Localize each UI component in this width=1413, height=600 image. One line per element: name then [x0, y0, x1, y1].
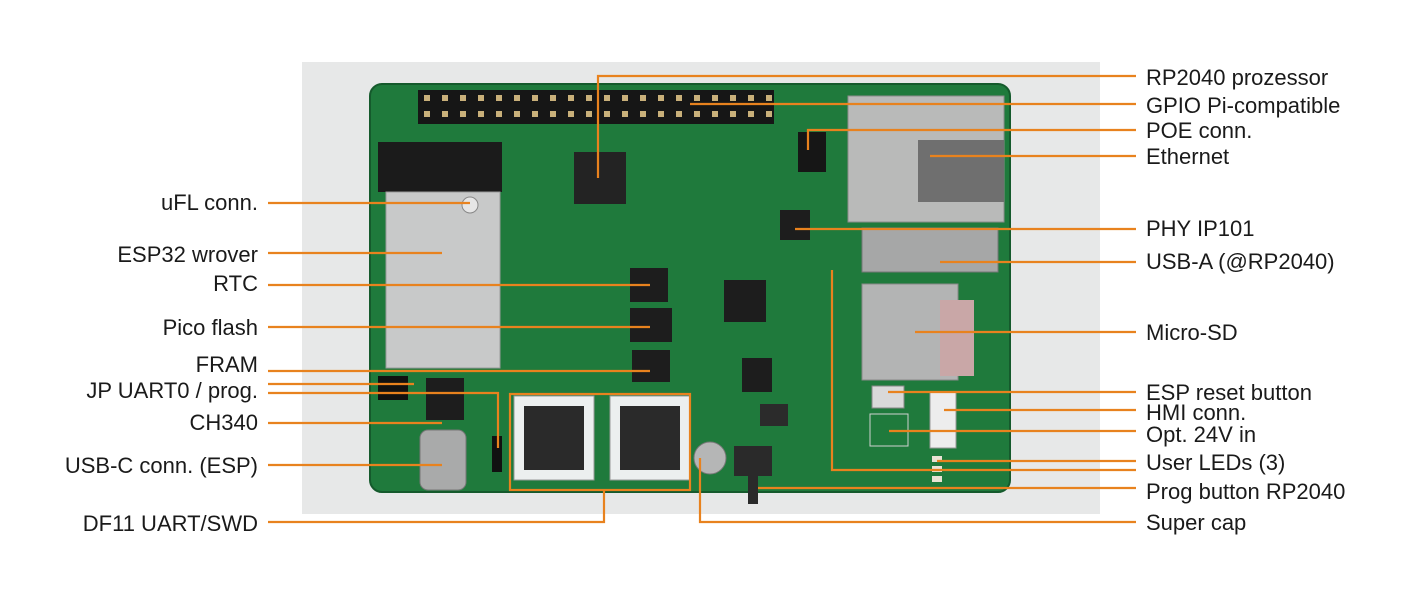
- ethernet-opening: [918, 140, 1004, 202]
- label-gpio-pi-compatible: GPIO Pi-compatible: [1146, 93, 1341, 118]
- phy-chip: [780, 210, 810, 240]
- label-ch340: CH340: [189, 410, 258, 435]
- flash-chip: [630, 308, 672, 342]
- usb-c-connector: [419, 429, 467, 491]
- label-poe-conn: POE conn.: [1146, 118, 1253, 143]
- leader-jp-prog: [268, 391, 500, 448]
- leader-df11: [268, 490, 606, 524]
- label-rtc: RTC: [213, 271, 258, 296]
- jp-uart0-jumper: [378, 376, 408, 400]
- df11-connector-2-inner: [620, 406, 680, 470]
- leader-lines-left: [268, 201, 692, 524]
- label-phy-ip101: PHY IP101: [1146, 216, 1255, 241]
- prog-button: [734, 446, 772, 476]
- poe-header: [798, 132, 826, 172]
- label-prog-button-rp2040: Prog button RP2040: [1146, 479, 1346, 504]
- leader-lines-right: [596, 74, 1136, 524]
- label-esp32-wrover: ESP32 wrover: [117, 242, 258, 267]
- df11-connector-1-inner: [524, 406, 584, 470]
- ic-u7: [724, 280, 766, 322]
- label-hmi-conn: HMI conn.: [1146, 400, 1247, 425]
- label-ufl-conn: uFL conn.: [160, 190, 258, 215]
- label-usb-c-conn: USB-C conn. (ESP): [64, 453, 258, 478]
- jp-prog-jumper: [492, 436, 502, 472]
- label-fram: FRAM: [195, 352, 258, 377]
- rp2040-chip: [574, 152, 626, 204]
- esp32-antenna: [378, 142, 502, 192]
- ufl-connector: [461, 196, 479, 214]
- inductor: [760, 404, 788, 426]
- label-user-leds: User LEDs (3): [1146, 450, 1286, 475]
- label-micro-sd: Micro-SD: [1146, 320, 1238, 345]
- user-led: [932, 456, 942, 462]
- gpio-header: [418, 90, 774, 124]
- gpio-pins: [424, 95, 772, 117]
- label-usb-a: USB-A (@RP2040): [1146, 249, 1335, 274]
- label-pico-flash: Pico flash: [162, 315, 258, 340]
- super-cap: [693, 441, 727, 475]
- esp-reset-button: [871, 385, 905, 409]
- label-df11-uart-swd: DF11 UART/SWD: [82, 511, 258, 536]
- leader-user-leds-2: [830, 270, 1136, 472]
- label-rp2040-prozessor: RP2040 prozessor: [1146, 65, 1329, 90]
- leader-poe: [806, 128, 1136, 150]
- hmi-connector: [929, 391, 957, 449]
- ic-u14: [742, 358, 772, 392]
- usb-a-connector: [861, 227, 999, 273]
- ch340-chip: [426, 378, 464, 420]
- label-ethernet: Ethernet: [1146, 144, 1230, 169]
- df11-bracket: [508, 392, 692, 492]
- leader-rp2040: [596, 74, 1136, 178]
- label-opt-24v-in: Opt. 24V in: [1146, 422, 1257, 447]
- label-esp-reset-button: ESP reset button: [1146, 380, 1312, 405]
- label-super-cap: Super cap: [1146, 510, 1247, 535]
- fram-chip: [632, 350, 670, 382]
- micro-sd-card: [940, 300, 974, 376]
- user-led: [932, 476, 942, 482]
- prog-button-plunger: [748, 476, 758, 504]
- label-jp-uart0-prog: JP UART0 / prog.: [86, 378, 258, 403]
- leader-supercap: [698, 458, 1136, 524]
- esp32-module: [385, 191, 501, 369]
